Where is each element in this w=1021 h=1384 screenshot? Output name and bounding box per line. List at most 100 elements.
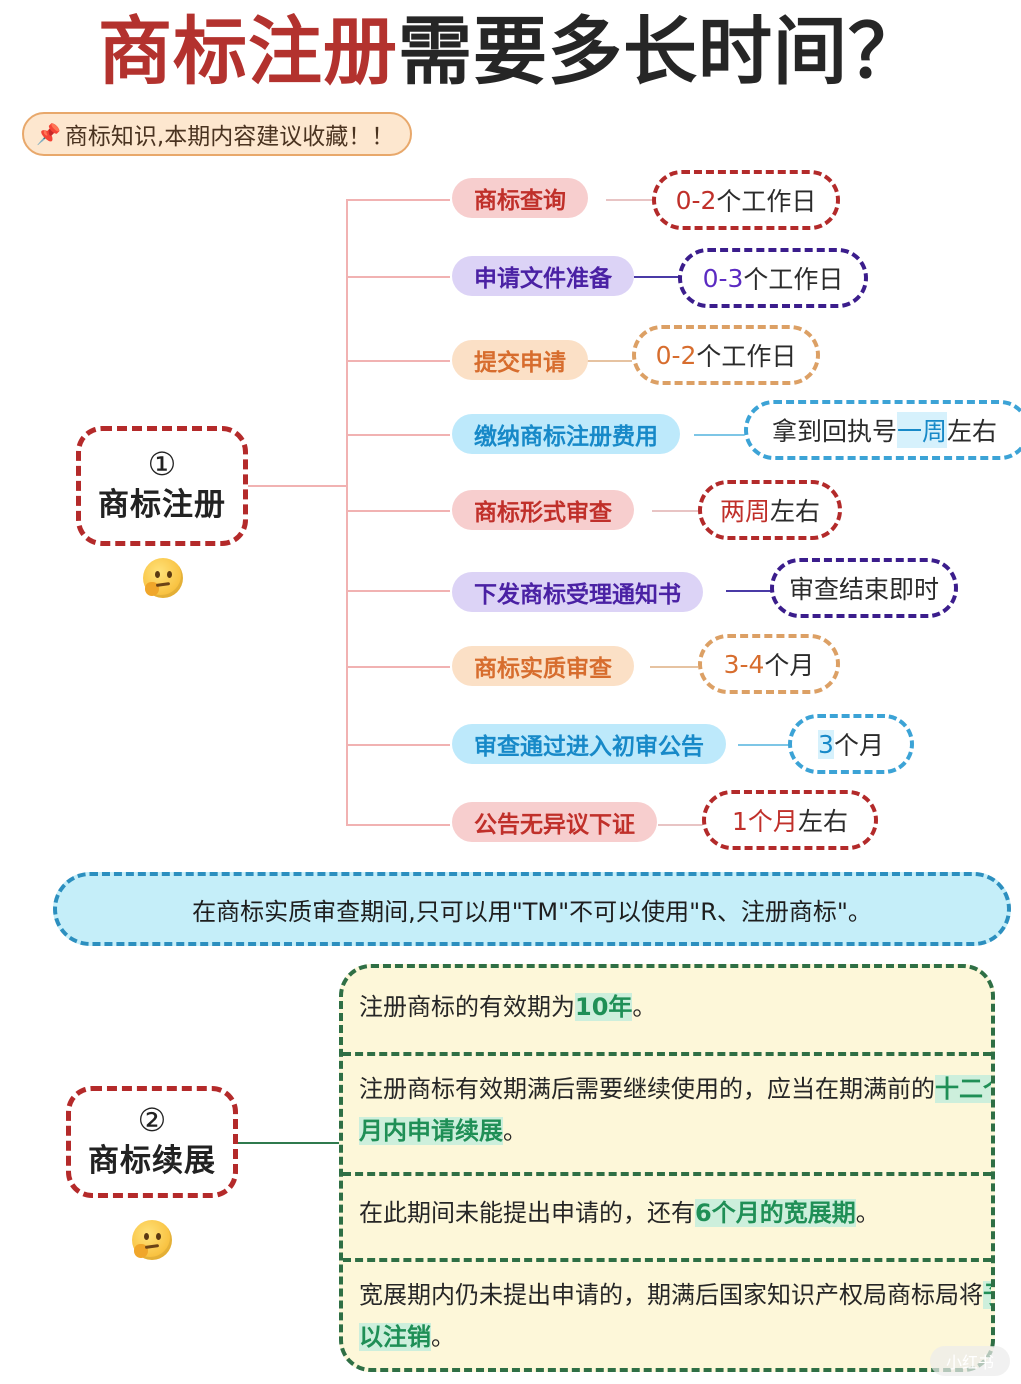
note-text: 在商标实质审查期间,只可以用"TM"不可以使用"R、注册商标"。 xyxy=(192,897,872,926)
section-label: 商标注册 xyxy=(98,487,226,523)
subtitle-text: 商标知识,本期内容建议收藏！！ xyxy=(64,124,395,150)
renewal-text: 注册商标的有效期为 xyxy=(359,993,575,1021)
duration-text: 个月 xyxy=(833,731,884,760)
stage-label: 下发商标受理通知书 xyxy=(474,582,681,608)
renewal-item: 在此期间未能提出申请的，还有6个月的宽展期。 xyxy=(343,1192,991,1234)
connector-link xyxy=(658,824,704,826)
title-highlight: 商标注册 xyxy=(98,9,398,95)
stage-pay-fees: 缴纳商标注册费用 xyxy=(452,414,680,454)
duration-prefix: 拿到回执号 xyxy=(772,417,898,446)
title-rest: 需要多长时间？ xyxy=(398,9,923,95)
row-divider xyxy=(343,1172,991,1176)
connector-branch xyxy=(346,824,450,826)
stage-label: 公告无异议下证 xyxy=(474,812,635,838)
duration-text: 个工作日 xyxy=(696,342,797,371)
stage-trademark-search: 商标查询 xyxy=(452,178,588,218)
renewal-text: 宽展期内仍未提出申请的，期满后国家知识产权局商标局将 xyxy=(359,1281,983,1309)
renewal-item: 注册商标的有效期为10年。 xyxy=(343,986,991,1028)
connector-branch xyxy=(346,276,450,278)
connector-link xyxy=(606,199,652,201)
duration-highlight: 3-4 xyxy=(723,649,765,679)
connector-link xyxy=(634,276,680,278)
renewal-text: 注册商标有效期满后需要继续使用的，应当在期满前的 xyxy=(359,1075,935,1103)
connector-trunk xyxy=(346,199,348,825)
connector-line xyxy=(248,485,348,487)
stage-label: 商标查询 xyxy=(474,188,566,214)
stage-substantive-review: 商标实质审查 xyxy=(452,646,634,686)
subtitle-tag: 📌 商标知识,本期内容建议收藏！！ xyxy=(22,112,413,156)
tm-usage-note: 在商标实质审查期间,只可以用"TM"不可以使用"R、注册商标"。 xyxy=(53,872,1011,946)
stage-label: 商标实质审查 xyxy=(474,656,612,682)
duration-highlight: 0-3 xyxy=(702,263,744,293)
duration-box: 1个月左右 xyxy=(702,790,878,850)
pushpin-icon: 📌 xyxy=(36,122,61,146)
stage-certificate-issued: 公告无异议下证 xyxy=(452,802,657,842)
stage-label: 审查通过进入初审公告 xyxy=(474,734,704,760)
stage-label: 提交申请 xyxy=(474,350,566,376)
renewal-text-end: 。 xyxy=(632,993,657,1021)
thinking-face-icon xyxy=(143,558,183,598)
duration-box: 审查结束即时 xyxy=(770,558,958,618)
connector-link xyxy=(586,360,632,362)
root-node-renewal: ② 商标续展 xyxy=(66,1086,238,1198)
stage-label: 商标形式审查 xyxy=(474,500,612,526)
duration-text: 左右 xyxy=(947,417,998,446)
connector-branch xyxy=(346,744,450,746)
duration-text: 左右 xyxy=(770,497,821,526)
connector-link xyxy=(738,744,790,746)
stage-document-prep: 申请文件准备 xyxy=(452,256,634,296)
row-divider xyxy=(343,1258,991,1262)
duration-highlight: 两周 xyxy=(719,497,770,526)
section-number: ① xyxy=(147,445,177,483)
renewal-highlight: 10年 xyxy=(575,993,633,1021)
section-label: 商标续展 xyxy=(88,1143,216,1179)
renewal-text-end: 。 xyxy=(503,1117,527,1145)
row-divider xyxy=(343,1052,991,1056)
renewal-text-end: 。 xyxy=(431,1323,455,1351)
connector-branch xyxy=(346,666,450,668)
connector-link xyxy=(726,590,772,592)
stage-preliminary-announcement: 审查通过进入初审公告 xyxy=(452,724,726,764)
section-number: ② xyxy=(137,1101,167,1139)
stage-acceptance-notice: 下发商标受理通知书 xyxy=(452,572,703,612)
stage-label: 申请文件准备 xyxy=(474,266,612,292)
renewal-item: 宽展期内仍未提出申请的，期满后国家知识产权局商标局将予以注销。 xyxy=(343,1274,991,1358)
thinking-face-icon xyxy=(132,1220,172,1260)
duration-text: 审查结束即时 xyxy=(788,575,939,604)
duration-text: 个月 xyxy=(764,651,815,680)
duration-text: 左右 xyxy=(797,807,848,836)
renewal-item: 注册商标有效期满后需要继续使用的，应当在期满前的十二个月内申请续展。 xyxy=(343,1068,991,1152)
duration-highlight: 一周 xyxy=(897,412,948,448)
root-node-registration: ① 商标注册 xyxy=(76,426,248,546)
connector-link xyxy=(694,434,746,436)
connector-branch xyxy=(346,199,450,201)
connector-branch xyxy=(346,360,450,362)
duration-highlight: 0-2 xyxy=(675,185,717,215)
connector-branch xyxy=(346,510,450,512)
duration-text: 个工作日 xyxy=(743,265,844,294)
connector-link xyxy=(650,666,698,668)
duration-text: 个工作日 xyxy=(716,187,817,216)
stage-submit-application: 提交申请 xyxy=(452,340,588,380)
connector-branch xyxy=(346,434,450,436)
duration-highlight: 1个月 xyxy=(732,807,798,836)
renewal-highlight: 6个月的宽展期 xyxy=(695,1199,856,1227)
renewal-panel: 注册商标的有效期为10年。 注册商标有效期满后需要继续使用的，应当在期满前的十二… xyxy=(339,964,995,1372)
duration-box: 拿到回执号一周左右 xyxy=(744,400,1021,460)
watermark: 小红书 xyxy=(930,1346,1010,1376)
connector-branch xyxy=(346,590,450,592)
renewal-text-end: 。 xyxy=(855,1199,880,1227)
renewal-text: 在此期间未能提出申请的，还有 xyxy=(359,1199,695,1227)
connector-link xyxy=(652,510,698,512)
page-title: 商标注册需要多长时间？ xyxy=(0,4,1021,100)
connector-line xyxy=(238,1142,340,1144)
duration-highlight: 3 xyxy=(818,729,834,759)
duration-highlight: 0-2 xyxy=(655,340,697,370)
stage-formal-review: 商标形式审查 xyxy=(452,490,634,530)
duration-box: 两周左右 xyxy=(698,480,842,540)
